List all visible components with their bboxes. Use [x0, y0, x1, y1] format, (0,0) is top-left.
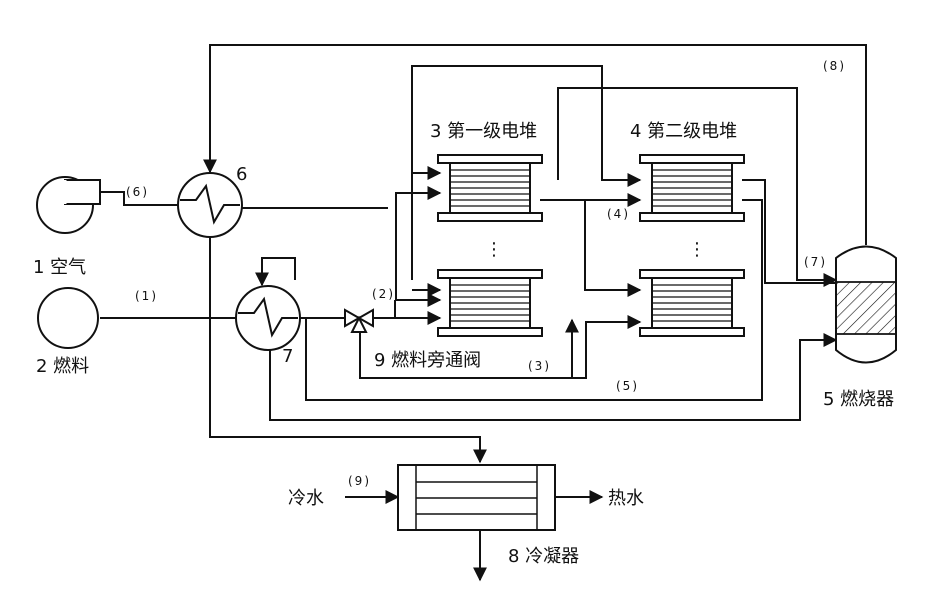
pipe-air-riser [396, 210, 440, 300]
condenser [398, 465, 555, 530]
stack-1-bottom [438, 270, 542, 336]
label-air: 1 空气 [33, 257, 86, 278]
label-stream-8: (8) [823, 59, 846, 73]
label-stream-6: (6) [126, 185, 149, 199]
stack-1-top [438, 155, 542, 221]
label-stream-4: (4) [607, 207, 630, 221]
heat-exchanger-6 [178, 173, 242, 237]
label-stream-9: (9) [348, 474, 371, 488]
label-cold-water: 冷水 [288, 488, 324, 509]
label-stream-2: (2) [372, 287, 395, 301]
label-stack2: 4 第二级电堆 [630, 121, 737, 142]
label-burner: 5 燃烧器 [823, 389, 894, 410]
burner [836, 247, 896, 363]
label-hx7: 7 [282, 346, 293, 367]
label-condenser: 8 冷凝器 [508, 546, 579, 567]
pipe-3-bypass-b [572, 322, 640, 378]
pipe-5-burner [270, 340, 836, 420]
fuel-source [38, 288, 98, 348]
label-hot-water: 热水 [608, 488, 644, 509]
label-bypass-valve: 9 燃料旁通阀 [374, 350, 481, 371]
pipe-air-to-stack1 [396, 193, 440, 210]
heat-exchanger-7 [236, 286, 300, 350]
bypass-valve [345, 310, 373, 332]
pipe-hx7-loop [262, 258, 295, 285]
label-stack1: 3 第一级电堆 [430, 121, 537, 142]
stack1-ellipsis: ⋮ [485, 239, 503, 260]
stack-2-top [640, 155, 744, 221]
label-stream-3: (3) [528, 359, 551, 373]
label-fuel: 2 燃料 [36, 356, 89, 377]
stack-2-bottom [640, 270, 744, 336]
stack2-ellipsis: ⋮ [688, 239, 706, 260]
label-stream-1: (1) [135, 289, 158, 303]
label-hx6: 6 [236, 164, 247, 185]
label-stream-5: (5) [616, 379, 639, 393]
air-blower [37, 177, 100, 233]
label-stream-7: (7) [804, 255, 827, 269]
